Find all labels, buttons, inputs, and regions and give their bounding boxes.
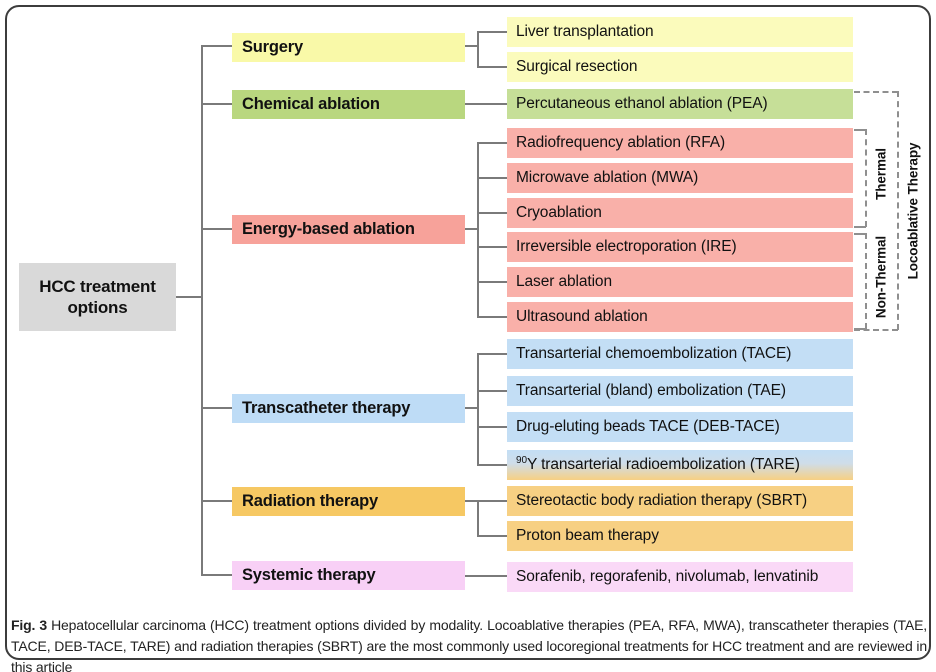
leaf-rfa: Radiofrequency ablation (RFA) xyxy=(507,128,853,158)
root-node-hcc-treatment-options: HCC treatment options xyxy=(19,263,176,331)
leaf-liver-transplantation: Liver transplantation xyxy=(507,17,853,47)
stub-mwa xyxy=(478,177,507,179)
connector-branch-energy xyxy=(202,228,232,230)
leaf-ire: Irreversible electroporation (IRE) xyxy=(507,232,853,262)
stub-proton-beam xyxy=(478,535,507,537)
stub-rfa xyxy=(478,142,507,144)
leaf-sbrt: Stereotactic body radiation therapy (SBR… xyxy=(507,486,853,516)
stub-tace xyxy=(478,353,507,355)
stub-tae xyxy=(478,390,507,392)
connector-branch-systemic xyxy=(202,574,232,576)
leaf-laser-ablation: Laser ablation xyxy=(507,267,853,297)
stub-tare xyxy=(478,464,507,466)
connector-systemic-direct xyxy=(465,575,507,577)
connector-surgery-out xyxy=(465,45,478,47)
leaf-mwa: Microwave ablation (MWA) xyxy=(507,163,853,193)
category-chemical-ablation: Chemical ablation xyxy=(232,90,465,119)
connector-branch-radiation xyxy=(202,500,232,502)
figure-caption-number: Fig. 3 xyxy=(11,617,48,633)
category-surgery: Surgery xyxy=(232,33,465,62)
connector-transcatheter-out xyxy=(465,407,478,409)
leaf-tae: Transarterial (bland) embolization (TAE) xyxy=(507,376,853,406)
leaf-ultrasound-ablation: Ultrasound ablation xyxy=(507,302,853,332)
leaf-cryoablation: Cryoablation xyxy=(507,198,853,228)
bracket-thermal-tick-top xyxy=(854,129,866,131)
connector-branch-transcatheter xyxy=(202,407,232,409)
side-label-non-thermal: Non-Thermal xyxy=(873,235,889,319)
root-label-line2: options xyxy=(67,298,128,317)
stub-surgical-resection xyxy=(478,66,507,68)
category-radiation-therapy: Radiation therapy xyxy=(232,487,465,516)
leaf-proton-beam-therapy: Proton beam therapy xyxy=(507,521,853,551)
root-label-line1: HCC treatment xyxy=(39,277,156,296)
leaf-systemic-drugs: Sorafenib, regorafenib, nivolumab, lenva… xyxy=(507,562,853,592)
stub-laser-ablation xyxy=(478,281,507,283)
junction-transcatheter xyxy=(477,353,479,466)
connector-radiation-out xyxy=(465,500,478,502)
bracket-locoablative-tick-bot xyxy=(854,329,898,331)
junction-radiation xyxy=(477,500,479,537)
connector-branch-chemical xyxy=(202,103,232,105)
leaf-tare-label: Y transarterial radioembolization (TARE) xyxy=(526,456,800,473)
connector-energy-out xyxy=(465,228,478,230)
category-energy-based-ablation: Energy-based ablation xyxy=(232,215,465,244)
leaf-deb-tace: Drug-eluting beads TACE (DEB-TACE) xyxy=(507,412,853,442)
bracket-locoablative-line xyxy=(897,91,899,330)
side-label-locoablative: Locoablative Therapy xyxy=(905,142,921,280)
bracket-nonthermal-tick-top xyxy=(854,233,866,235)
category-transcatheter-therapy: Transcatheter therapy xyxy=(232,394,465,423)
stub-sbrt xyxy=(478,500,507,502)
bracket-thermal-tick-bot xyxy=(854,226,866,228)
leaf-tace: Transarterial chemoembolization (TACE) xyxy=(507,339,853,369)
connector-branch-surgery xyxy=(202,45,232,47)
stub-liver-transplantation xyxy=(478,31,507,33)
bracket-locoablative-tick-top xyxy=(854,91,898,93)
stub-ire xyxy=(478,246,507,248)
side-label-thermal: Thermal xyxy=(873,148,889,200)
bracket-thermal-line xyxy=(865,129,867,227)
category-systemic-therapy: Systemic therapy xyxy=(232,561,465,590)
bracket-nonthermal-line xyxy=(865,233,867,329)
isotope-superscript: 90 xyxy=(516,454,527,466)
connector-trunk xyxy=(201,45,203,576)
connector-root-to-trunk xyxy=(176,296,202,298)
stub-ultrasound-ablation xyxy=(478,316,507,318)
leaf-pea: Percutaneous ethanol ablation (PEA) xyxy=(507,89,853,119)
connector-chemical-direct xyxy=(465,103,507,105)
junction-surgery xyxy=(477,31,479,68)
leaf-surgical-resection: Surgical resection xyxy=(507,52,853,82)
stub-deb-tace xyxy=(478,426,507,428)
junction-energy xyxy=(477,142,479,318)
leaf-tare: 90Y transarterial radioembolization (TAR… xyxy=(507,450,853,480)
stub-cryoablation xyxy=(478,212,507,214)
figure-caption-text: Hepatocellular carcinoma (HCC) treatment… xyxy=(11,617,927,672)
